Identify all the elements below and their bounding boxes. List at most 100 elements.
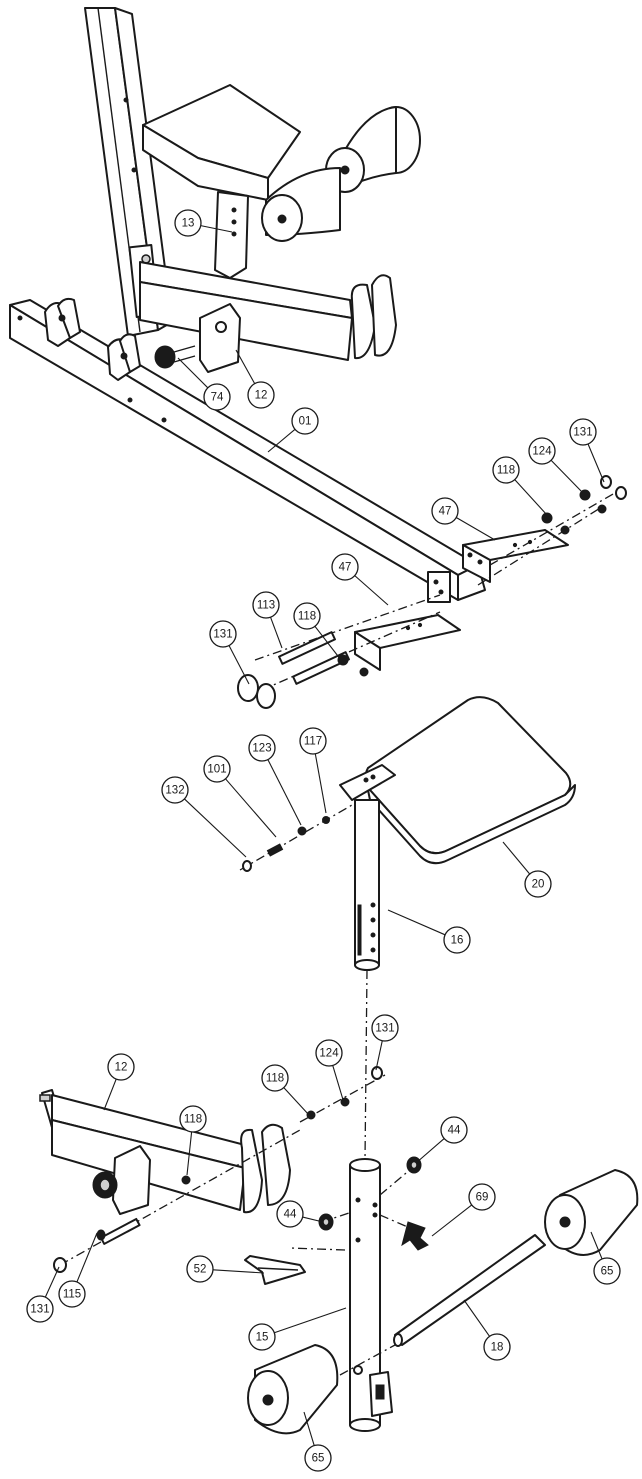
callout-circle <box>58 1280 86 1308</box>
callout-label: 131 <box>375 1023 394 1035</box>
axis-line-roller <box>339 1344 396 1376</box>
callout-part-65: 65 <box>590 1231 621 1285</box>
callout-label: 65 <box>601 1266 614 1278</box>
callout-part-01: 01 <box>267 407 319 453</box>
callout-leader-line <box>177 357 209 389</box>
callout-part-18: 18 <box>463 1299 511 1361</box>
callout-leader-line <box>590 1231 603 1260</box>
callout-circle <box>179 1105 207 1133</box>
callout-part-47: 47 <box>331 553 389 606</box>
callout-label: 47 <box>339 562 352 574</box>
roller-rod-18 <box>393 1234 546 1347</box>
pad-post-16 <box>339 764 396 971</box>
arm-pad-20 <box>364 696 576 865</box>
callout-leader-line <box>415 1138 445 1164</box>
callout-label: 18 <box>491 1342 504 1354</box>
callout-leader-line <box>587 443 605 483</box>
callout-label: 132 <box>165 785 184 797</box>
callout-part-115: 115 <box>58 1232 98 1308</box>
callout-leader-line <box>228 645 250 685</box>
callout-circle <box>276 1200 304 1228</box>
callout-circle <box>483 1333 511 1361</box>
callout-circle <box>315 1039 343 1067</box>
callout-leader-line <box>332 1065 345 1104</box>
callout-label: 118 <box>298 611 316 623</box>
callout-leader-line <box>186 1131 193 1176</box>
callout-part-131: 131 <box>209 620 250 685</box>
callout-part-52: 52 <box>186 1255 265 1283</box>
callout-circle <box>304 1444 332 1472</box>
callout-circle <box>440 1116 468 1144</box>
callout-circle <box>252 591 280 619</box>
callout-leader-line <box>103 1078 117 1111</box>
callout-circle <box>248 1323 276 1351</box>
callout-leader-line <box>267 428 296 453</box>
callout-leader-line <box>76 1232 98 1283</box>
callout-leader-line <box>274 1307 347 1334</box>
callout-label: 118 <box>184 1114 202 1126</box>
callout-label: 131 <box>213 629 232 641</box>
callout-circle <box>468 1183 496 1211</box>
hardware-right-set <box>477 475 627 586</box>
callout-part-69: 69 <box>431 1183 496 1237</box>
leg-roller-65-left <box>247 1344 339 1435</box>
callout-part-15: 15 <box>248 1307 347 1351</box>
callout-leader-line <box>212 1269 265 1274</box>
callout-circle <box>247 381 275 409</box>
callout-label: 52 <box>194 1264 207 1276</box>
callout-circle <box>26 1295 54 1323</box>
callout-leader-line <box>270 616 283 649</box>
callout-leader-line <box>303 1411 315 1446</box>
callout-circle <box>186 1255 214 1283</box>
knob-lower-frame <box>92 1171 118 1199</box>
callout-part-131: 131 <box>26 1266 60 1323</box>
callout-part-113: 113 <box>252 591 283 649</box>
callout-label: 44 <box>448 1125 461 1137</box>
callout-part-118: 118 <box>179 1105 207 1176</box>
callout-leader-line <box>283 1087 310 1116</box>
callout-part-47: 47 <box>431 497 496 541</box>
callout-part-12: 12 <box>235 349 275 409</box>
callout-label: 123 <box>252 743 271 755</box>
callout-label: 101 <box>207 764 226 776</box>
callout-part-124: 124 <box>528 437 584 494</box>
callout-circle <box>331 553 359 581</box>
callout-part-74: 74 <box>177 357 231 411</box>
axis-line-pad-to-base <box>364 969 368 1161</box>
callout-circle <box>261 1064 289 1092</box>
callout-leader-line <box>184 798 247 858</box>
callout-part-131: 131 <box>371 1014 399 1071</box>
callout-part-13: 13 <box>174 209 233 237</box>
leg-frame-12-upper <box>139 261 397 373</box>
callout-leader-line <box>44 1266 60 1298</box>
callout-circle <box>524 870 552 898</box>
hardware-left-set <box>237 594 441 709</box>
callout-label: 12 <box>255 390 268 402</box>
callout-leader-line <box>550 459 584 494</box>
callout-part-117: 117 <box>299 727 327 814</box>
callout-leader-line <box>502 841 531 875</box>
callout-label: 113 <box>257 600 275 612</box>
callout-part-118: 118 <box>492 456 548 516</box>
callout-circle <box>107 1053 135 1081</box>
bracket-47-left <box>354 614 461 671</box>
leg-roller-upper-left <box>261 167 341 242</box>
callout-part-132: 132 <box>161 776 247 858</box>
callout-circle <box>209 620 237 648</box>
callout-label: 124 <box>319 1048 339 1060</box>
callout-circle <box>528 437 556 465</box>
callout-leader-line <box>387 909 446 936</box>
callout-circle <box>293 602 321 630</box>
callout-part-118: 118 <box>261 1064 310 1116</box>
callout-label: 65 <box>312 1453 325 1465</box>
callout-label: 15 <box>256 1332 269 1344</box>
callout-label: 47 <box>439 506 452 518</box>
knob-74-upper <box>154 345 196 369</box>
callout-leader-line <box>200 225 233 233</box>
callout-leader-line <box>235 349 256 384</box>
callout-circle <box>443 926 471 954</box>
callout-leader-line <box>314 753 327 814</box>
callout-leader-line <box>375 1040 383 1071</box>
